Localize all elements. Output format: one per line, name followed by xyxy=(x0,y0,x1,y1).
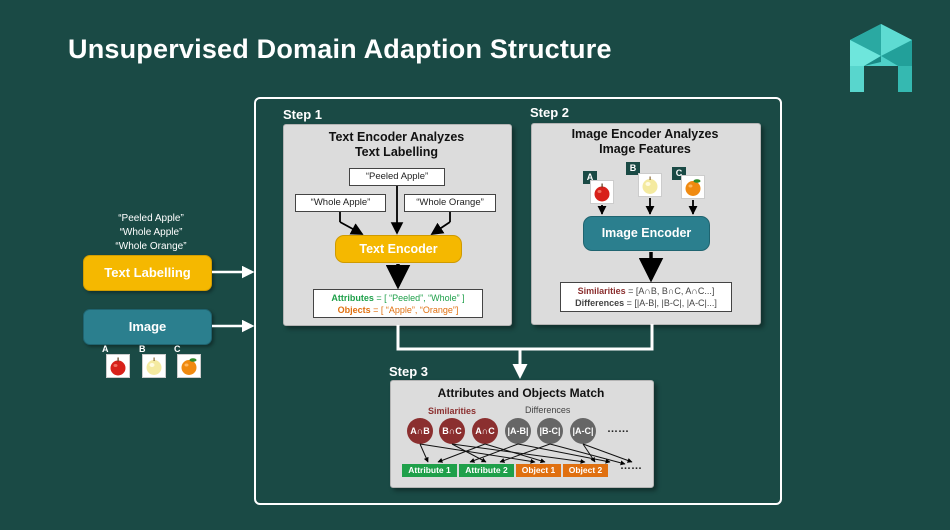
sample-label: “Peeled Apple” xyxy=(118,213,184,224)
text-encoder: Text Encoder xyxy=(335,235,462,263)
similarity-circle: A∩C xyxy=(472,418,498,444)
attributes-key: Attributes xyxy=(331,293,374,303)
fruit-label-b: B xyxy=(139,344,146,354)
merge-connector xyxy=(396,324,654,351)
brand-logo-icon xyxy=(848,22,914,94)
similarities-value: = [A∩B, B∩C, A∩C...] xyxy=(625,286,715,296)
sample-label: “Whole Apple” xyxy=(119,227,183,238)
step2-title: Image Encoder Analyzes Image Features xyxy=(531,127,759,157)
difference-circle: |B-C| xyxy=(537,418,563,444)
image-encoder-output: Similarities = [A∩B, B∩C, A∩C...] Differ… xyxy=(560,282,732,312)
sample-labels: “Peeled Apple” “Whole Apple” “Whole Oran… xyxy=(96,212,206,254)
similarities-label: Similarities xyxy=(428,406,477,416)
step2-label: Step 2 xyxy=(530,105,570,120)
difference-circle: |A-C| xyxy=(570,418,596,444)
similarities-key: Similarities xyxy=(577,286,626,296)
attributes-value: = [ “Peeled”, “Whole” ] xyxy=(373,293,465,303)
text-encoder-output: Attributes = [ “Peeled”, “Whole” ] Objec… xyxy=(313,289,483,318)
orange-icon xyxy=(681,175,705,199)
differences-key: Differences xyxy=(575,298,625,308)
similarity-circle: B∩C xyxy=(439,418,465,444)
step1-label: Step 1 xyxy=(283,107,323,122)
whole-apple-label-box: “Whole Apple” xyxy=(295,194,386,212)
step1-title: Text Encoder Analyzes Text Labelling xyxy=(283,130,510,160)
differences-label: Differences xyxy=(525,405,571,415)
peeled-apple-icon xyxy=(142,354,166,378)
objects-value: = [ “Apple”, “Orange”] xyxy=(370,305,459,315)
matching-arrows xyxy=(419,443,633,466)
sample-label: “Whole Orange” xyxy=(115,241,187,252)
peeled-apple-icon xyxy=(638,173,662,197)
fruit-label-c: C xyxy=(174,344,181,354)
peeled-apple-label-box: “Peeled Apple” xyxy=(349,168,445,186)
page-title: Unsupervised Domain Adaption Structure xyxy=(68,34,612,64)
boxes-ellipsis: …… xyxy=(620,460,642,472)
circles-ellipsis: …… xyxy=(607,423,629,435)
differences-value: = [|A-B|, |B-C|, |A-C|...] xyxy=(624,298,717,308)
objects-key: Objects xyxy=(337,305,371,315)
image-box: Image xyxy=(83,309,212,345)
step1-title-line: Text Labelling xyxy=(354,145,439,159)
difference-circle: |A-B| xyxy=(505,418,531,444)
object-box: Object 1 xyxy=(516,464,561,477)
object-box: Object 2 xyxy=(563,464,608,477)
orange-icon xyxy=(177,354,201,378)
pipeline-frame xyxy=(254,97,782,505)
text-labelling-box: Text Labelling xyxy=(83,255,212,291)
image-encoder: Image Encoder xyxy=(583,216,710,251)
red-apple-icon xyxy=(590,180,614,204)
attribute-box: Attribute 2 xyxy=(459,464,514,477)
red-apple-icon xyxy=(106,354,130,378)
step2-title-line: Image Features xyxy=(599,142,691,156)
step3-title: Attributes and Objects Match xyxy=(437,386,605,400)
tag-b: B xyxy=(626,162,640,175)
fruit-label-a: A xyxy=(102,344,109,354)
whole-orange-label-box: “Whole Orange” xyxy=(404,194,496,212)
step3-label: Step 3 xyxy=(389,364,429,379)
step2-title-line: Image Encoder Analyzes xyxy=(571,127,719,141)
step1-title-line: Text Encoder Analyzes xyxy=(328,130,465,144)
attribute-box: Attribute 1 xyxy=(402,464,457,477)
similarity-circle: A∩B xyxy=(407,418,433,444)
